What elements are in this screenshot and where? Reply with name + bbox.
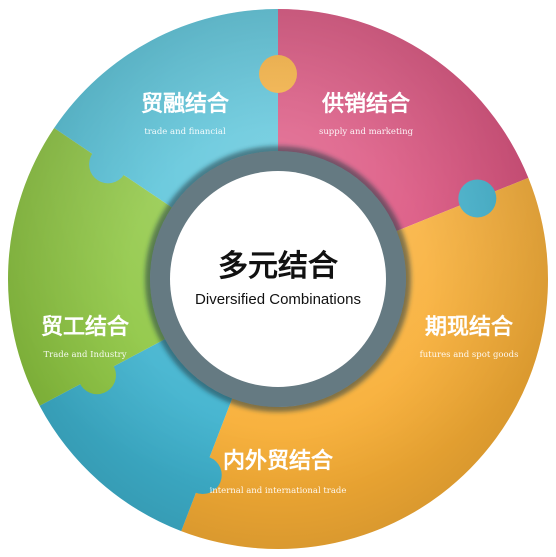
segment-subtitle: Trade and Industry xyxy=(43,350,126,360)
center-disk xyxy=(170,171,386,387)
segment-title: 期现结合 xyxy=(425,314,514,340)
center-subtitle: Diversified Combinations xyxy=(195,291,361,308)
segment-subtitle: supply and marketing xyxy=(319,127,414,137)
segment-title: 贸工结合 xyxy=(41,314,130,340)
segment-subtitle: trade and financial xyxy=(144,127,226,137)
segment-title: 内外贸结合 xyxy=(223,448,334,474)
segment-subtitle: internal and international trade xyxy=(210,486,347,496)
segment-title: 贸融结合 xyxy=(141,91,230,117)
center-title: 多元结合 xyxy=(218,249,338,284)
segment-title: 供销结合 xyxy=(321,91,411,117)
segment-subtitle: futures and spot goods xyxy=(420,350,519,360)
